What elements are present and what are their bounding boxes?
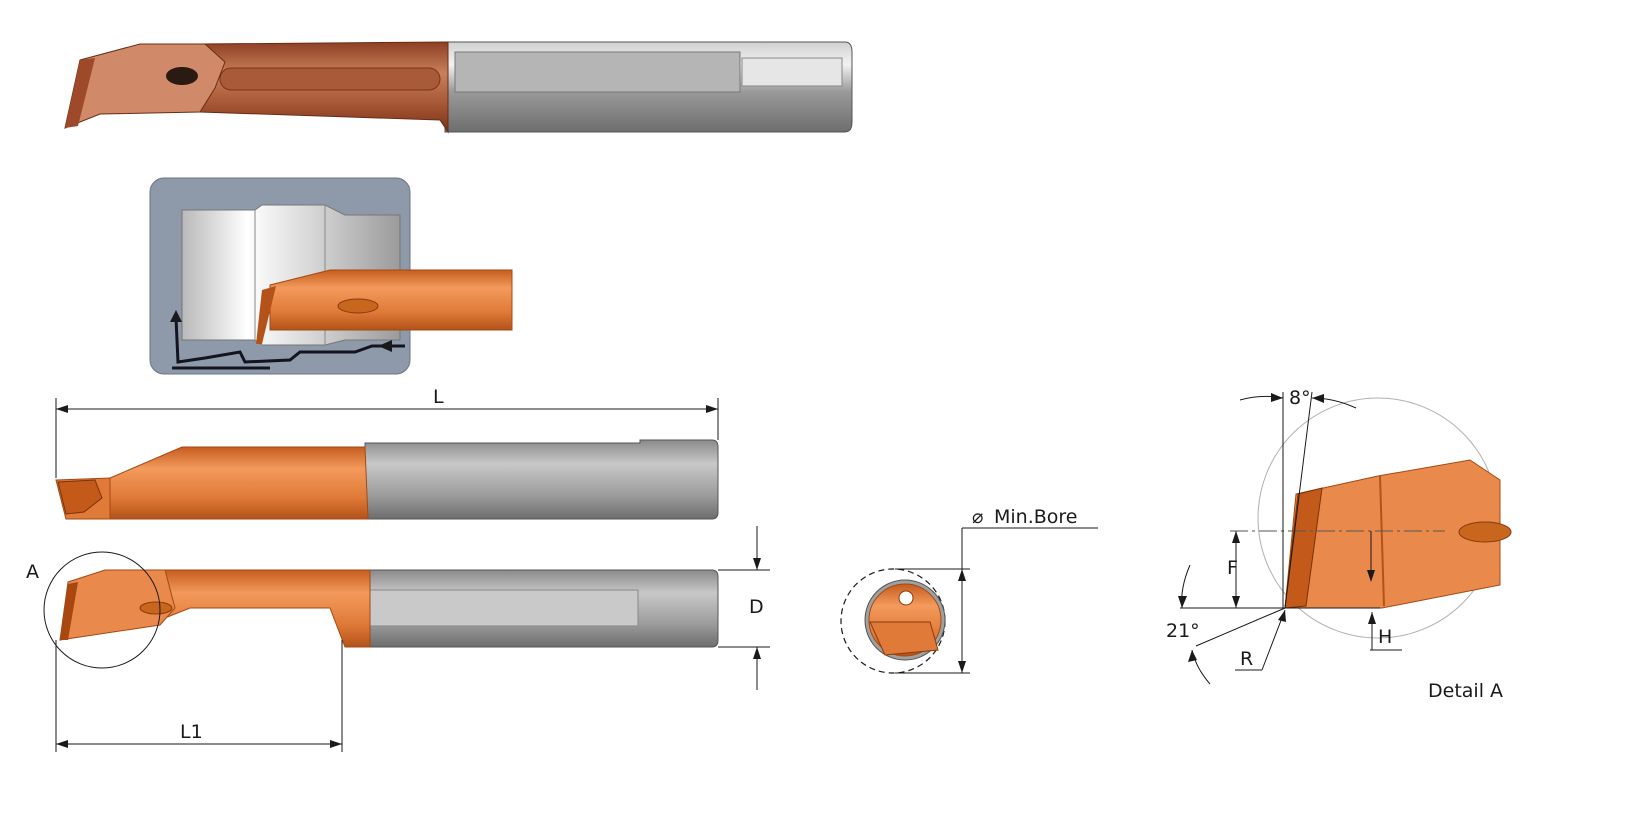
tool-photo xyxy=(64,41,853,134)
dimension-l: L xyxy=(55,386,719,478)
detail-coolant-hole xyxy=(1458,521,1512,543)
min-bore-arrow-top xyxy=(958,569,966,581)
toolpath-arrowhead-left xyxy=(378,340,392,352)
end-view-coolant-hole xyxy=(898,590,914,606)
tool-photo-coolant-hole xyxy=(166,67,198,85)
lower-coolant-hole xyxy=(139,601,173,615)
clearance-angle-label: 8° xyxy=(1289,387,1311,409)
clearance-edge-line xyxy=(1284,391,1313,609)
workpiece-illustration xyxy=(149,177,513,375)
d-arrow-bottom xyxy=(753,647,761,659)
lead-angle-line xyxy=(1195,607,1286,647)
l-arrow-right xyxy=(706,405,718,413)
f-label: F xyxy=(1227,557,1238,579)
min-bore-label: Min.Bore xyxy=(994,506,1078,528)
d-arrow-top xyxy=(753,558,761,570)
lead-angle-arc-bottom xyxy=(1191,649,1211,685)
toolpath-arrowhead-up xyxy=(170,310,182,322)
l1-arrow-right xyxy=(330,740,342,748)
dimension-d: D xyxy=(718,526,770,690)
l-label: L xyxy=(433,386,444,408)
tool-photo-cutting-edge xyxy=(65,58,95,128)
f-arrow-bottom xyxy=(1232,596,1240,608)
workpiece-tool-hole xyxy=(337,298,379,314)
l1-arrow-left xyxy=(56,740,68,748)
tool-photo-shank-flat xyxy=(454,51,741,93)
side-view-upper xyxy=(55,439,719,520)
lead-angle-arrow-bottom xyxy=(1188,650,1197,662)
end-view-insert xyxy=(869,621,939,656)
d-label: D xyxy=(749,596,764,618)
detail-a-circle xyxy=(43,551,161,669)
detail-a-view: 8° F H R 21° Detail A xyxy=(1166,387,1512,702)
workpiece-tool-bar xyxy=(269,269,513,331)
clearance-arrow-left xyxy=(1271,393,1283,402)
toolpath-arrows xyxy=(174,317,405,364)
upper-neck xyxy=(109,446,369,520)
detail-a-title: Detail A xyxy=(1428,680,1503,702)
tool-photo-cutting-head xyxy=(64,43,226,129)
r-label: R xyxy=(1240,648,1253,670)
end-view: ⌀ Min.Bore xyxy=(840,506,1098,674)
lower-insert-edge xyxy=(60,582,78,640)
f-inner-arrow xyxy=(1367,570,1375,582)
l-arrow-left xyxy=(56,405,68,413)
lead-angle-arrow-top xyxy=(1178,596,1187,608)
l1-label: L1 xyxy=(180,721,203,743)
lower-shank-flat xyxy=(369,589,639,627)
r-arrow xyxy=(1278,610,1286,622)
dimension-l1: L1 xyxy=(55,640,343,752)
f-arrow-top xyxy=(1232,531,1240,543)
detail-edge-line xyxy=(1379,475,1385,607)
tool-photo-shank-end xyxy=(741,57,843,87)
side-view-lower: A xyxy=(26,551,719,669)
clearance-arrow-right xyxy=(1312,394,1324,403)
diameter-symbol: ⌀ xyxy=(972,506,983,528)
h-label: H xyxy=(1378,626,1392,648)
upper-shank xyxy=(364,439,719,520)
upper-insert xyxy=(57,479,103,515)
detail-a-marker: A xyxy=(26,561,39,583)
lead-angle-label: 21° xyxy=(1166,620,1200,642)
tool-photo-flute xyxy=(219,67,441,91)
workpiece-tool-tip xyxy=(256,286,276,344)
h-arrow xyxy=(1368,612,1376,624)
min-bore-arrow-bottom xyxy=(958,661,966,673)
